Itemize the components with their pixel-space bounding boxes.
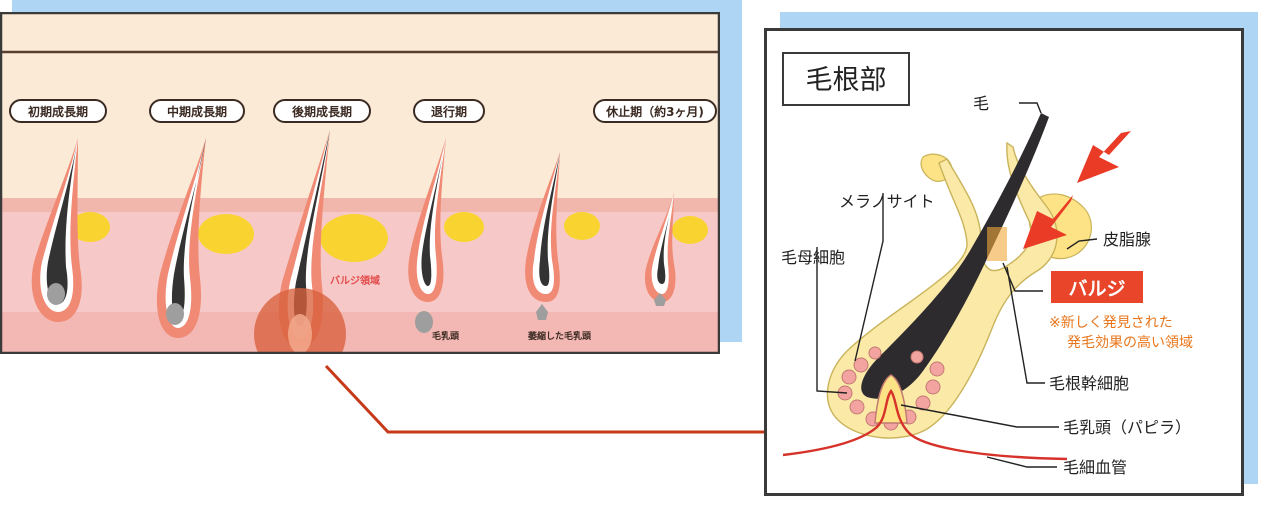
leader-stem-cell [1006,266,1045,384]
svg-text:初期成長期: 初期成長期 [28,104,88,119]
connector-line [324,364,790,434]
follicle-mid-anagen [156,138,206,338]
label-sebaceous-gland: 皮脂腺 [1103,230,1151,249]
papilla-label: 毛乳頭 [432,330,460,342]
leader-sebaceous [1066,238,1098,250]
label-matrix-cell: 毛母細胞 [781,248,845,267]
stage-label-mid-anagen: 中期成長期 [149,99,245,123]
title-box [782,52,910,106]
leader-melanocyte [854,193,884,362]
hair-shaft [861,113,1049,399]
leader-bulge [1002,262,1043,292]
stage-label-telogen: 休止期（約3ヶ月) [593,99,717,123]
leader-papilla [900,404,1059,428]
bulge-area-label: バルジ領域 [330,274,380,287]
capillary-vessel [782,388,1068,461]
label-hair: 毛 [973,94,989,113]
follicle-catagen [408,138,446,333]
follicle-early-anagen [31,138,82,322]
stage-label-late-anagen: 後期成長期 [273,99,371,123]
hair-root-diagram: 毛根部 [781,52,1193,477]
label-capillary: 毛細血管 [1063,458,1127,477]
shrunk-papilla-label: 萎縮した毛乳頭 [527,330,592,342]
svg-text:休止期（約3ヶ月): 休止期（約3ヶ月) [605,104,704,119]
hair-root-panel: 毛根部 [764,28,1244,496]
highlight-bulb [288,314,312,354]
leader-hair [1019,102,1042,114]
leader-matrix [816,247,848,394]
sebaceous-glands [70,212,708,262]
label-stem-cell: 毛根幹細胞 [1049,374,1129,393]
subcutis-layer [0,312,720,354]
hair-cycle-diagram: 初期成長期 中期成長期 後期成長期 退行期 休止期（約3ヶ月) [0,12,720,354]
panel-title: 毛根部 [806,65,887,96]
bulge-badge [1051,271,1143,303]
arrow-upper [1077,131,1131,183]
follicle-telogen [644,192,676,306]
follicle-shrinking [525,152,560,320]
svg-text:中期成長期: 中期成長期 [167,104,227,119]
stage-label-catagen: 退行期 [413,99,485,123]
bulge-region [987,227,1007,261]
left-panel-border [0,12,720,354]
bulge-note-line2: 発毛効果の高い領域 [1067,334,1193,351]
stage-label-early-anagen: 初期成長期 [9,99,107,123]
label-bulge: バルジ [1068,278,1125,300]
svg-text:後期成長期: 後期成長期 [292,104,352,119]
dermal-papilla [874,374,908,424]
arrow-lower [1023,195,1073,249]
bulge-note-line1: ※新しく発見された [1049,315,1173,331]
leader-capillary [986,456,1057,468]
label-dermal-papilla: 毛乳頭（パピラ） [1063,418,1191,437]
label-melanocyte: メラノサイト [839,192,935,211]
svg-text:退行期: 退行期 [431,104,467,119]
